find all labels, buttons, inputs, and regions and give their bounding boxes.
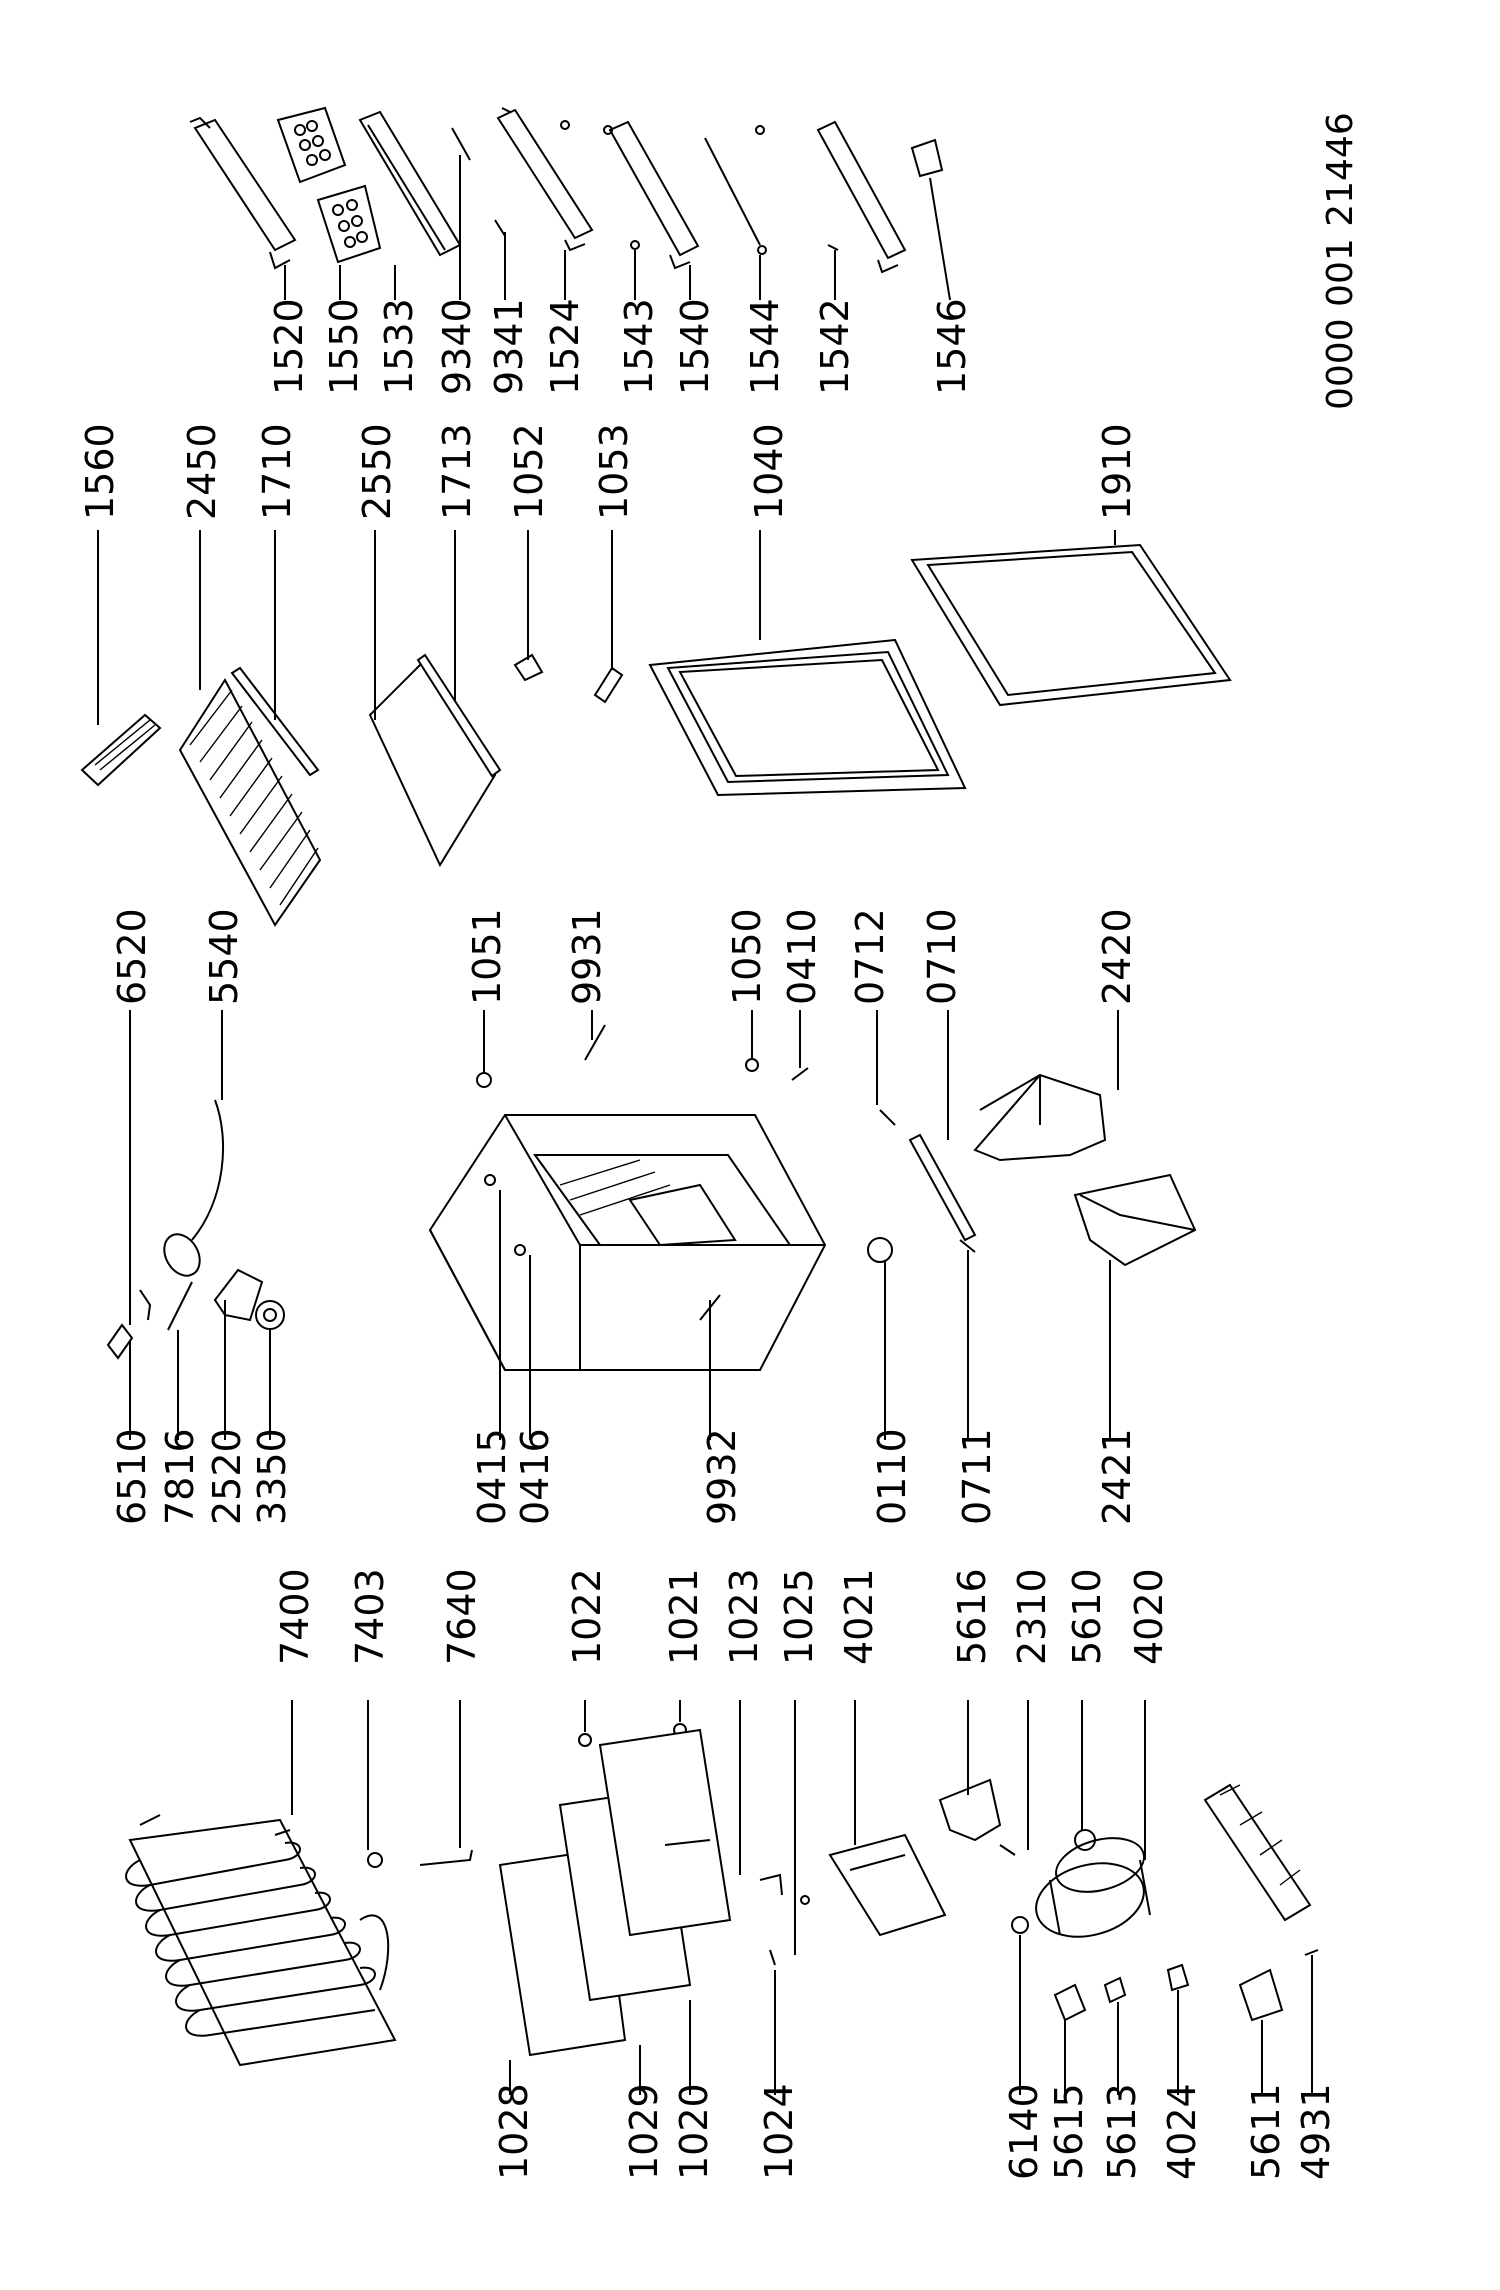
door-rack-1540: [603, 120, 700, 270]
egg-tray-1550: [276, 106, 382, 264]
glass-shelf-2550: [368, 658, 497, 868]
evaporator-7400: [125, 1814, 397, 2067]
door-rack-1524: [496, 107, 594, 252]
shelf-edge-1710: [230, 666, 320, 777]
grid-shelf-2450: [178, 678, 322, 927]
label-1543: 1543: [617, 298, 661, 395]
label-7640: 7640: [440, 1568, 484, 1665]
door-rack-1542: [816, 120, 907, 274]
label-7816: 7816: [158, 1428, 202, 1525]
labels-col1: 1520 1550 1533 9340 9341 1524 1543 1540 …: [267, 298, 974, 395]
label-1020: 1020: [672, 2083, 716, 2180]
label-1713: 1713: [435, 423, 479, 520]
clip-9341: [494, 219, 506, 237]
thermostat-parts: [106, 1099, 285, 1360]
part-1053: [593, 666, 624, 704]
label-4021: 4021: [837, 1568, 881, 1665]
label-1560: 1560: [78, 423, 122, 520]
label-0416: 0416: [513, 1428, 557, 1525]
label-0712: 0712: [848, 908, 892, 1005]
part-1052: [513, 653, 544, 682]
label-9932: 9932: [700, 1428, 744, 1525]
label-1025: 1025: [777, 1568, 821, 1665]
label-1910: 1910: [1095, 423, 1139, 520]
labels-col3: 6520 5540 1051 9931 1050 0410 0712 0710 …: [110, 908, 1139, 1525]
label-4931: 4931: [1294, 2083, 1338, 2180]
label-1550: 1550: [322, 298, 366, 395]
label-4020: 4020: [1127, 1568, 1171, 1665]
label-2420: 2420: [1095, 908, 1139, 1005]
small-parts-cabinet: [476, 1024, 1197, 1321]
label-1546: 1546: [930, 298, 974, 395]
label-1542: 1542: [813, 298, 857, 395]
label-1533: 1533: [377, 298, 421, 395]
part-1542-clip: [827, 244, 839, 251]
label-9341: 9341: [487, 298, 531, 395]
light-cover-parts: [498, 1728, 810, 2057]
label-1022: 1022: [565, 1568, 609, 1665]
small-parts-electrics: [1011, 1916, 1319, 2022]
label-5613: 5613: [1100, 2083, 1144, 2180]
leaders-col1: [284, 155, 951, 301]
label-1040: 1040: [747, 423, 791, 520]
cabinet-body: [428, 1114, 827, 1371]
labels-col4: 7400 7403 7640 1022 1021 1023 1025 4021 …: [273, 1568, 1338, 2180]
label-9340: 9340: [435, 298, 479, 395]
label-1540: 1540: [673, 298, 717, 395]
label-0110: 0110: [870, 1428, 914, 1525]
leaders-col4: [291, 1700, 1313, 2095]
label-5616: 5616: [950, 1568, 994, 1665]
label-1520: 1520: [267, 298, 311, 395]
label-0415: 0415: [470, 1428, 514, 1525]
shelf-trim-1713: [416, 653, 502, 778]
door-1040: [648, 638, 967, 797]
leaders-col2: [97, 530, 1116, 725]
label-1028: 1028: [492, 2083, 536, 2180]
label-1023: 1023: [722, 1568, 766, 1665]
label-6140: 6140: [1002, 2083, 1046, 2180]
label-0711: 0711: [955, 1428, 999, 1525]
part-1543: [630, 240, 640, 250]
label-1021: 1021: [662, 1568, 706, 1665]
label-1053: 1053: [592, 423, 636, 520]
label-2550: 2550: [355, 423, 399, 520]
label-1710: 1710: [255, 423, 299, 520]
label-5615: 5615: [1047, 2083, 1091, 2180]
label-1052: 1052: [507, 423, 551, 520]
label-1050: 1050: [725, 908, 769, 1005]
label-1024: 1024: [757, 2083, 801, 2180]
label-5610: 5610: [1065, 1568, 1109, 1665]
door-rack-1520: [189, 116, 297, 270]
label-7400: 7400: [273, 1568, 317, 1665]
rod-1544: [704, 125, 767, 255]
label-3350: 3350: [250, 1428, 294, 1525]
label-6510: 6510: [110, 1428, 154, 1525]
label-2421: 2421: [1095, 1428, 1139, 1525]
leaders-col3: [129, 1010, 1119, 1440]
label-0410: 0410: [780, 908, 824, 1005]
door-gasket-1910: [910, 543, 1232, 707]
drawing-code: 0000 001 21446: [1320, 112, 1361, 410]
part-9340: [451, 127, 471, 161]
label-1524: 1524: [543, 298, 587, 395]
label-5540: 5540: [202, 908, 246, 1005]
label-5611: 5611: [1244, 2083, 1288, 2180]
label-2520: 2520: [205, 1428, 249, 1525]
label-1544: 1544: [743, 298, 787, 395]
label-2310: 2310: [1010, 1568, 1054, 1665]
label-6520: 6520: [110, 908, 154, 1005]
part-1546: [910, 138, 944, 178]
label-2450: 2450: [180, 423, 224, 520]
labels-col2: 1560 2450 1710 2550 1713 1052 1053 1040 …: [78, 423, 1139, 520]
label-0710: 0710: [920, 908, 964, 1005]
label-1029: 1029: [622, 2083, 666, 2180]
control-box-4021: [828, 1833, 947, 1937]
label-4024: 4024: [1160, 2083, 1204, 2180]
label-1051: 1051: [465, 908, 509, 1005]
label-7403: 7403: [348, 1568, 392, 1665]
compressor-group: [938, 1778, 1312, 1938]
label-9931: 9931: [565, 908, 609, 1005]
ice-tray-1560: [80, 713, 162, 787]
